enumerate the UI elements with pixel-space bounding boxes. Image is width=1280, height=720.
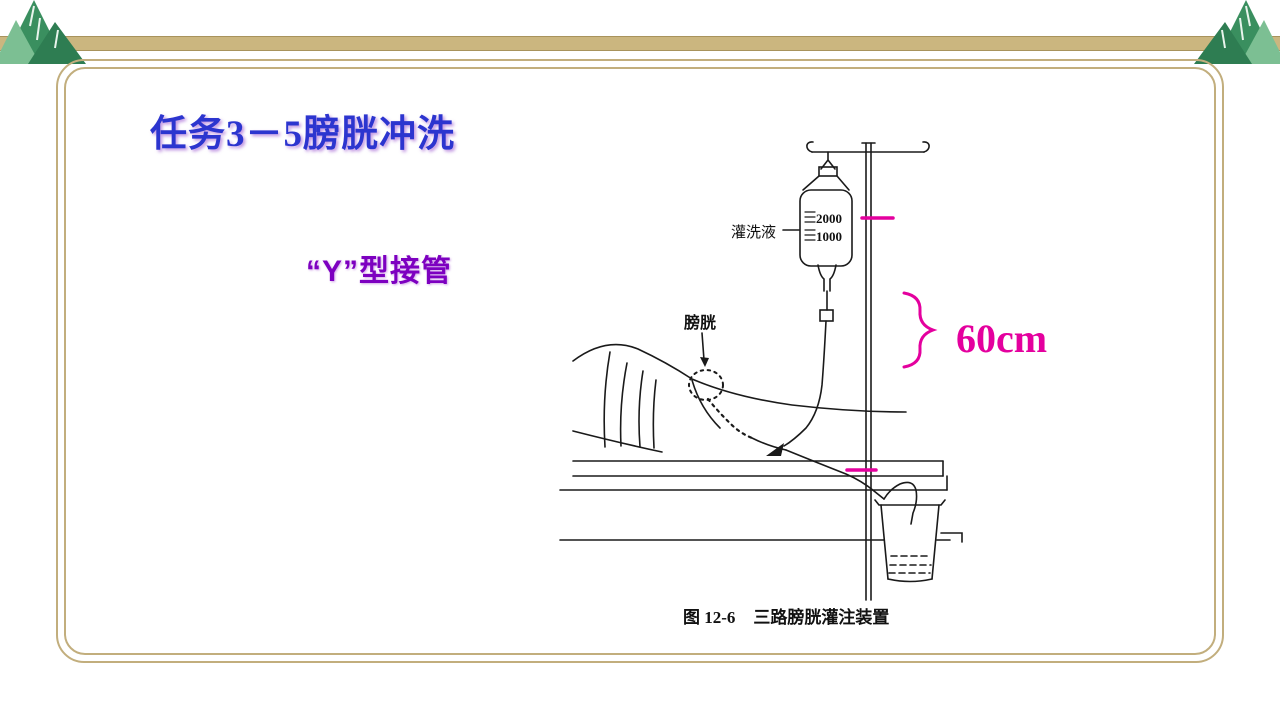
slide-title: 任务3－5膀胱冲洗 [150, 114, 455, 155]
ink-drawing [559, 141, 963, 601]
tube-clamp [819, 309, 834, 322]
bed-lines [559, 460, 951, 541]
bottle-scale-2000: 2000 [816, 211, 842, 226]
irrigation-fluid-label: 灌洗液 [731, 224, 776, 241]
catheter-dotted [706, 397, 754, 440]
height-brace [902, 291, 938, 369]
patient-body [572, 332, 907, 453]
bladder-label: 膀胱 [684, 313, 716, 332]
figure-caption: 图 12-6 三路膀胱灌注装置 [683, 603, 889, 628]
mountain-decoration-right-icon [1194, 0, 1280, 64]
figure-caption-title: 三路膀胱灌注装置 [753, 608, 890, 627]
irrigation-tubing [751, 290, 918, 525]
irrigation-bottle [799, 151, 853, 292]
slide-frame-outer [56, 59, 1224, 663]
bladder-outline [688, 369, 724, 401]
drainage-container [874, 499, 963, 583]
slide-frame-inner [64, 67, 1216, 655]
flow-arrow [766, 443, 784, 456]
figure-caption-number: 图 12-6 [683, 608, 736, 627]
figure-illustration: 2000 1000 灌洗液 膀胱 [555, 130, 1025, 635]
magenta-annotations [845, 216, 938, 472]
bottle-scale-1000: 1000 [816, 229, 842, 244]
mountain-decoration-left-icon [0, 0, 86, 64]
height-annotation-60cm: 60cm [956, 316, 1048, 361]
top-decorative-band [0, 36, 1280, 51]
y-connector-label: “Y”型接管 [306, 255, 453, 288]
bladder-irrigation-diagram: 2000 1000 灌洗液 膀胱 [559, 141, 963, 601]
